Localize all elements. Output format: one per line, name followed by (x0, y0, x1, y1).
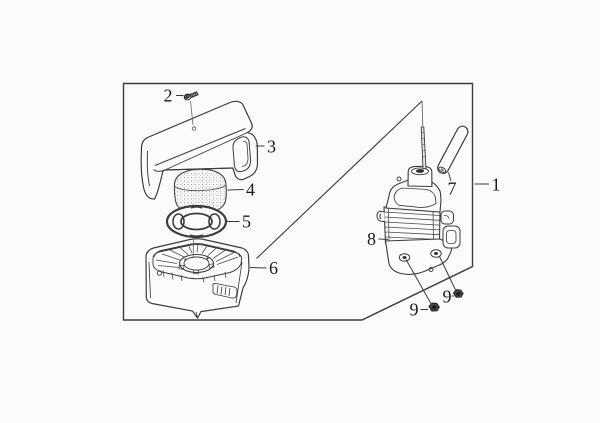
assembly-alignment-line (256, 100, 423, 259)
part-6-air-cleaner-base (145, 238, 250, 320)
leader-lines (176, 95, 489, 310)
case-flange (384, 238, 453, 275)
part-label-4: 4 (246, 180, 255, 200)
part-3-air-cleaner-cover (140, 100, 259, 200)
stud-hole (416, 169, 424, 173)
leader-9-right (439, 256, 456, 297)
part-9-nut-right (452, 289, 464, 298)
part-label-1: 1 (492, 175, 501, 195)
part-9-nut-left (428, 302, 440, 312)
callout-labels: 1 2 3 4 5 6 7 8 9 9 (164, 86, 501, 320)
leader-8 (378, 238, 389, 240)
part-2-screw (183, 91, 199, 126)
part-label-2: 2 (164, 86, 173, 106)
leader-4 (227, 189, 244, 191)
part-4-filter-element (173, 168, 227, 214)
leader-9-left (405, 259, 432, 310)
case-side-bracket (440, 210, 461, 249)
part-5-seal-ring (165, 203, 228, 258)
part-label-9-left: 9 (410, 300, 419, 320)
base-latch (212, 283, 238, 299)
base-ribs (155, 243, 239, 283)
part-label-6: 6 (269, 258, 278, 278)
case-hook (376, 210, 385, 223)
part-label-9-right: 9 (443, 287, 452, 307)
part-7-tube (437, 125, 469, 175)
part-label-3: 3 (267, 137, 276, 157)
part-label-7: 7 (448, 179, 457, 199)
leader-6 (249, 267, 267, 269)
frame-border (122, 82, 474, 321)
stud-bolt (420, 126, 427, 170)
leader-7 (448, 172, 452, 182)
screw-hole-mark (191, 126, 197, 131)
part-label-5: 5 (242, 212, 251, 232)
part-label-8: 8 (367, 229, 376, 249)
screw-leader-line (190, 100, 194, 126)
case-fins (384, 208, 440, 244)
part-8-air-cleaner-case (376, 126, 461, 275)
stud-axis-line (421, 100, 424, 127)
